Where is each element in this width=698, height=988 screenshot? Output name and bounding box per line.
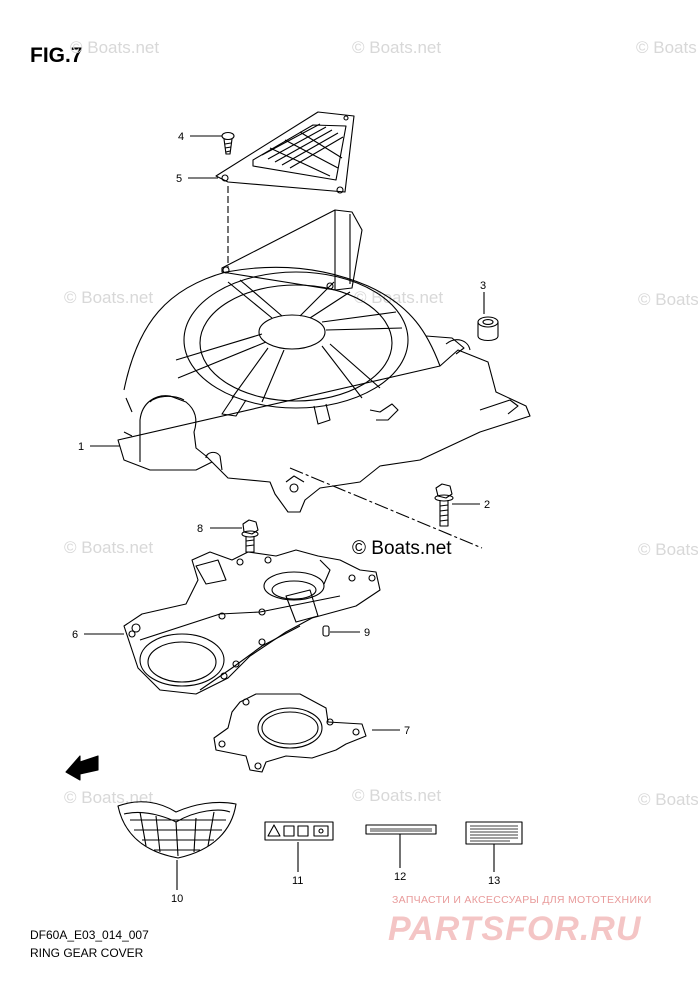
callout-number: 5: [176, 173, 182, 185]
grommet-part-3: [477, 316, 499, 342]
screw-part-4: [221, 131, 235, 155]
brand-logo: PARTSFOR.RU: [388, 910, 642, 948]
brand-tagline: ЗАПЧАСТИ И АКСЕССУАРЫ ДЛЯ МОТОТЕХНИКИ: [392, 894, 652, 906]
watermark: © Boats.net: [352, 38, 442, 57]
watermark-center: © Boats.net: [352, 538, 452, 559]
label-part-12: [365, 824, 437, 835]
fwd-direction-arrow: [65, 755, 99, 781]
callout-number: 9: [364, 627, 370, 639]
grille-cover-part-5: [215, 111, 355, 194]
watermark: © Boats.net: [638, 290, 698, 309]
pin-part-9: [322, 625, 330, 637]
callout-number: 4: [178, 131, 184, 143]
mat-part-10: [117, 801, 237, 859]
callout-number: 3: [480, 280, 486, 292]
callout-number: 8: [197, 523, 203, 535]
callout-number: 13: [488, 875, 500, 887]
bolt-part-8: [241, 519, 259, 553]
fwd-arrow-label: FWD: [83, 777, 99, 788]
watermark: © Boats.net: [64, 538, 154, 557]
watermark: © Boats.net: [352, 786, 442, 805]
gasket-part-7: [213, 693, 367, 773]
warning-label-part-11: [264, 821, 334, 841]
bracket-part-6: [123, 549, 381, 695]
callout-number: 10: [171, 893, 183, 905]
watermark: © Boats.net: [638, 790, 698, 809]
callout-number: 6: [72, 629, 78, 641]
ring-gear-cover-part-1: [117, 209, 531, 513]
callout-number: 7: [404, 725, 410, 737]
callout-number: 11: [292, 875, 303, 887]
label-part-13: [465, 821, 523, 845]
diagram-code: DF60A_E03_014_007: [30, 928, 149, 942]
callout-number: 12: [394, 871, 406, 883]
watermark: © Boats.net: [636, 38, 698, 57]
callout-number: 2: [484, 499, 490, 511]
diagram-caption: RING GEAR COVER: [30, 946, 144, 960]
callout-number: 1: [78, 441, 84, 453]
watermark: © Boats.net: [64, 288, 154, 307]
watermark: © Boats.net: [70, 38, 160, 57]
flange-bolt-part-2: [434, 483, 454, 527]
figure-title: FIG.7: [30, 44, 83, 67]
watermark: © Boats.net: [638, 540, 698, 559]
